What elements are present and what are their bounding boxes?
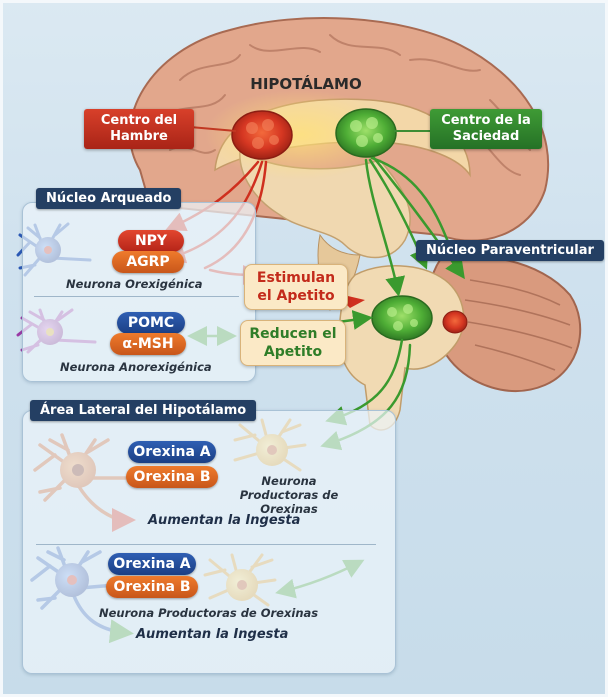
lateral-divider: [36, 544, 376, 545]
hunger-center-label: Centro del Hambre: [84, 109, 194, 149]
lower-brain: [339, 256, 580, 430]
arcuate-panel: [22, 202, 256, 382]
satiety-center-label: Centro de la Saciedad: [430, 109, 542, 149]
stimulate-appetite-box: Estimulan el Apetito: [244, 264, 348, 310]
paraventricular-title: Núcleo Paraventricular: [416, 240, 604, 261]
hypothalamus-title: HIPOTÁLAMO: [248, 75, 364, 93]
pomc-pill: POMC: [117, 312, 185, 334]
reduce-appetite-box: Reducen el Apetito: [240, 320, 346, 366]
anorexigenic-caption: Neurona Anorexigénica: [60, 360, 212, 374]
orexin-b-pill-1: Orexina B: [126, 466, 218, 488]
hunger-center-nucleus: [232, 111, 292, 159]
orexin-b-pill-2: Orexina B: [106, 576, 198, 598]
increase-intake-1: Aumentan la Ingesta: [148, 513, 300, 528]
alpha-msh-pill: α-MSH: [110, 333, 186, 355]
orexin-neuron-caption-1-text: Neurona Productoras de Orexinas: [240, 474, 339, 516]
orexin-a-pill-2: Orexina A: [108, 553, 196, 575]
satiety-center-nucleus: [336, 109, 396, 157]
arcuate-divider: [34, 296, 239, 297]
npy-pill: NPY: [118, 230, 184, 252]
agrp-pill: AGRP: [112, 251, 184, 273]
arcuate-title: Núcleo Arqueado: [36, 188, 181, 209]
orexin-neuron-caption-2: Neurona Productoras de Orexinas: [99, 606, 318, 620]
orexin-neuron-caption-1: Neurona Productoras de Orexinas: [233, 474, 345, 516]
increase-intake-2: Aumentan la Ingesta: [136, 627, 288, 642]
lateral-title: Área Lateral del Hipotálamo: [30, 400, 256, 421]
orexigenic-caption: Neurona Orexigénica: [66, 277, 202, 291]
orexin-a-pill-1: Orexina A: [128, 441, 216, 463]
